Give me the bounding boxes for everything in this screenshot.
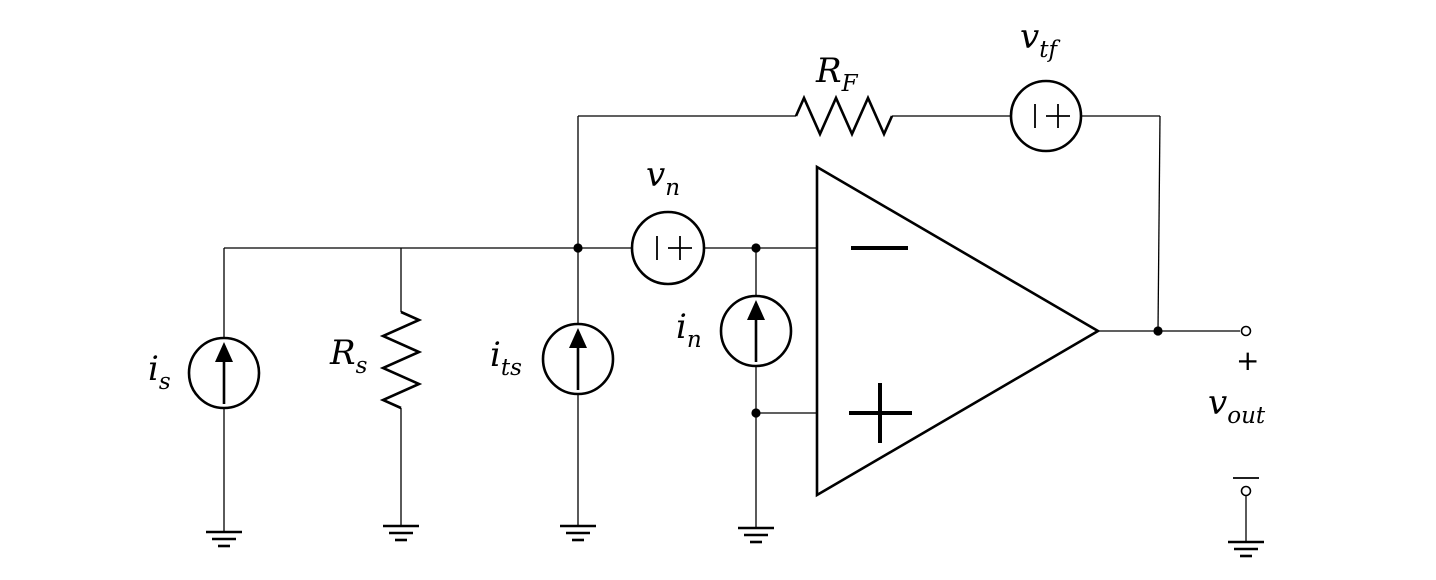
current-source-its [541,322,615,396]
ground-icon [206,530,242,548]
label-vtf: vtf [1020,17,1060,63]
voltage-source-vn [630,210,706,286]
resistor-rf-icon [794,94,894,138]
current-source-is [187,336,261,410]
junctions [573,243,1163,418]
opamp-icon [815,164,1101,498]
output-plus-sign: + [1236,344,1259,377]
ground-icon [1228,540,1264,558]
voltage-source-vtf [1009,79,1083,153]
label-vn: vn [646,155,680,201]
output-terminal-plus [1240,325,1252,337]
junction-dot [751,243,761,253]
label-its: its [490,335,522,381]
label-vout: vout [1208,383,1266,429]
wires [223,115,1247,542]
output-terminal-minus [1240,485,1252,497]
junction-dot [573,243,583,253]
ground-icon [738,526,774,544]
ground-icon [383,524,419,542]
resistor-rs-icon [379,310,423,410]
ground-icon [560,524,596,542]
label-is: is [148,349,171,395]
current-source-in [719,294,793,368]
label-in: in [676,307,702,353]
junction-dot [1153,326,1163,336]
label-rs: Rs [329,333,368,379]
junction-dot [751,408,761,418]
label-rf: RF [815,51,859,97]
